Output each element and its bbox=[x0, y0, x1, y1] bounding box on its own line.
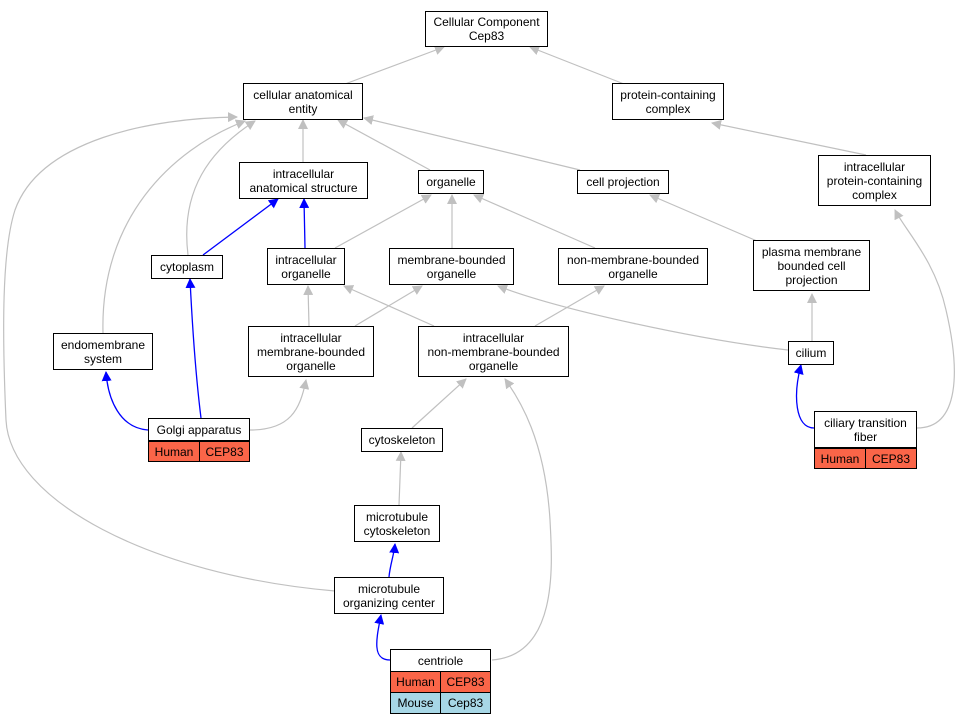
ctf-human-gene-tag: CEP83 bbox=[865, 448, 917, 469]
edge-nmbo-to-organelle bbox=[473, 194, 596, 249]
edge-mtcyto-to-cytoskeleton bbox=[395, 451, 406, 506]
edge-endomembrane-to-cae bbox=[102, 119, 246, 334]
edge-ctf-partof-cilium bbox=[793, 364, 815, 429]
edge-intraorg-to-organelle bbox=[334, 194, 432, 249]
edge-mtoc-partof-mtcyto bbox=[388, 543, 400, 578]
edge-cytoplasm-partof-ias bbox=[202, 198, 279, 256]
edge-ctf-to-ipcc bbox=[894, 209, 955, 429]
node-intracellular-protein-containing-complex[interactable]: intracellular protein-containing complex bbox=[818, 155, 931, 206]
centriole-mouse-species-tag: Mouse bbox=[390, 692, 441, 714]
node-non-membrane-bounded-organelle[interactable]: non-membrane-bounded organelle bbox=[558, 248, 708, 285]
centriole-human-gene-tag: CEP83 bbox=[440, 671, 491, 693]
edge-inmbo-to-nmbo bbox=[534, 285, 605, 327]
node-cytoplasm[interactable]: cytoplasm bbox=[151, 255, 223, 279]
edge-imbo-to-intraorg bbox=[303, 285, 314, 327]
node-endomembrane-system[interactable]: endomembrane system bbox=[53, 333, 153, 370]
centriole-mouse-gene-tag: Cep83 bbox=[440, 692, 491, 714]
node-intracellular-organelle[interactable]: intracellular organelle bbox=[267, 248, 345, 285]
ctf-human-species-tag: Human bbox=[814, 448, 866, 469]
edge-cytoskeleton-to-inmbo bbox=[411, 378, 467, 429]
edge-golgi-partof-endomembrane bbox=[101, 371, 149, 431]
node-membrane-bounded-organelle[interactable]: membrane-bounded organelle bbox=[389, 248, 514, 285]
edge-cilium-to-mbo bbox=[497, 284, 789, 351]
edge-golgi-to-imbo bbox=[249, 379, 310, 431]
node-plasma-membrane-bounded-cell-projection[interactable]: plasma membrane bounded cell projection bbox=[753, 240, 870, 291]
edge-inmbo-to-intraorg bbox=[343, 285, 435, 327]
edge-intraorg-partof-ias bbox=[299, 198, 310, 249]
golgi-human-species-tag: Human bbox=[148, 441, 200, 462]
node-protein-containing-complex[interactable]: protein-containing complex bbox=[612, 83, 724, 120]
centriole-human-species-tag: Human bbox=[390, 671, 441, 693]
edge-ipcc-to-pcc bbox=[711, 119, 867, 156]
node-organelle[interactable]: organelle bbox=[418, 170, 484, 194]
edge-pcc-to-root bbox=[529, 45, 625, 85]
edge-cellproj-to-cae bbox=[363, 115, 581, 171]
edge-golgi-partof-cytoplasm bbox=[185, 278, 202, 419]
edge-cae-to-root bbox=[344, 45, 445, 85]
node-ciliary-transition-fiber[interactable]: ciliary transition fiber bbox=[814, 411, 917, 448]
edge-centriole-partof-mtoc bbox=[374, 614, 391, 661]
node-cellular-anatomical-entity[interactable]: cellular anatomical entity bbox=[243, 83, 363, 120]
node-intracellular-anatomical-structure[interactable]: intracellular anatomical structure bbox=[239, 162, 368, 199]
edge-pmbcp-to-cellproj bbox=[649, 193, 758, 242]
node-cilium[interactable]: cilium bbox=[788, 341, 834, 365]
node-cellular-component-root[interactable]: Cellular Component Cep83 bbox=[425, 11, 548, 47]
node-intracellular-non-membrane-bounded-organelle[interactable]: intracellular non-membrane-bounded organ… bbox=[418, 326, 569, 377]
node-intracellular-membrane-bounded-organelle[interactable]: intracellular membrane-bounded organelle bbox=[248, 326, 374, 377]
node-cytoskeleton[interactable]: cytoskeleton bbox=[361, 428, 443, 452]
golgi-human-gene-tag: CEP83 bbox=[199, 441, 250, 462]
edge-cytoplasm-to-cae bbox=[186, 120, 256, 256]
node-microtubule-organizing-center[interactable]: microtubule organizing center bbox=[334, 577, 444, 614]
edge-centriole-to-inmbo bbox=[491, 378, 552, 661]
edge-organelle-to-cae bbox=[337, 119, 431, 171]
node-centriole[interactable]: centriole bbox=[390, 649, 491, 672]
node-cell-projection[interactable]: cell projection bbox=[577, 170, 669, 194]
node-microtubule-cytoskeleton[interactable]: microtubule cytoskeleton bbox=[354, 505, 440, 542]
node-golgi-apparatus[interactable]: Golgi apparatus bbox=[148, 418, 250, 441]
edge-mtoc-to-cae bbox=[3, 112, 336, 592]
